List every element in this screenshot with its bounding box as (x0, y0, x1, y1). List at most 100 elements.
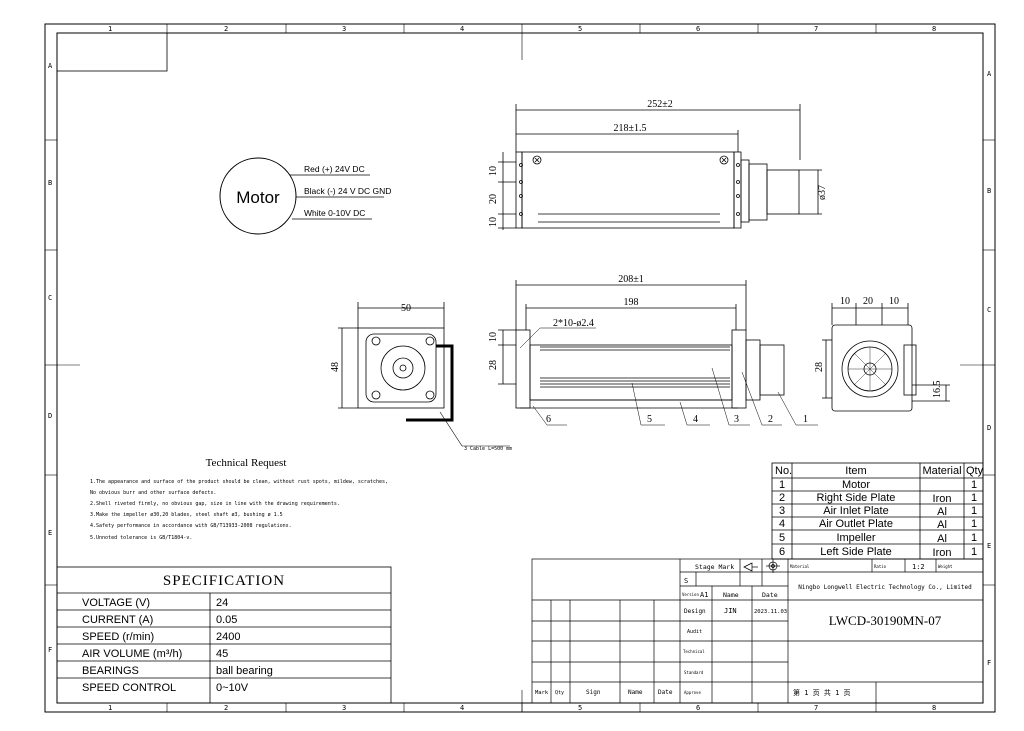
grid-labels: 1 2 3 4 5 6 7 8 1 2 3 4 5 6 7 8 A B C D … (48, 25, 992, 712)
spec-key: AIR VOLUME (m³/h) (82, 648, 182, 660)
design-label: Design (684, 608, 706, 615)
approve-label: Approve (684, 690, 701, 695)
part-callout-3: 3 (734, 414, 739, 425)
spec-key: VOLTAGE (V) (82, 597, 150, 609)
part-callouts: 6 5 4 3 2 1 (546, 414, 808, 425)
spec-title: SPECIFICATION (163, 573, 285, 589)
col-label-top: 6 (696, 25, 700, 33)
col-label-bottom: 8 (932, 704, 936, 712)
row-label-right: D (987, 424, 991, 432)
corner-box (56, 32, 168, 72)
title-block (531, 558, 984, 704)
end-view (822, 303, 950, 412)
technical-label: Technical (683, 649, 705, 654)
row-label-right: E (987, 542, 991, 550)
dim-mid-inner: 198 (624, 297, 639, 308)
qty-label: Qty (555, 690, 564, 696)
bom-material: Al (937, 519, 947, 531)
date-label: Date (658, 689, 673, 696)
col-label-top: 2 (224, 25, 228, 33)
bom-qty: 1 (971, 505, 977, 517)
bom-item: Air Outlet Plate (819, 518, 893, 530)
bom-header: No. (775, 465, 792, 477)
company-name: Ningbo Longwell Electric Technology Co.,… (798, 584, 972, 591)
motor-label: Motor (236, 188, 280, 207)
bom-no: 2 (779, 492, 785, 504)
stage-mark-label: Stage Mark (695, 563, 734, 571)
weight-label: Weight (938, 564, 953, 569)
part-callout-6: 6 (546, 414, 551, 425)
mark-label: Mark (535, 690, 549, 696)
bom-no: 6 (779, 546, 785, 558)
version-value: A1 (700, 591, 708, 599)
col-label-bottom: 5 (578, 704, 582, 712)
dim-end-20: 20 (863, 296, 873, 307)
technical-line-1b: No obvious burr and other surface defect… (90, 490, 216, 496)
bom-item: Motor (842, 479, 870, 491)
row-label-left: E (48, 529, 52, 537)
dim-top-20: 20 (488, 194, 499, 204)
page-info: 第 1 页 共 1 页 (793, 688, 851, 697)
bom-header: Qty (966, 465, 984, 477)
col-label-bottom: 2 (224, 704, 228, 712)
ratio-value: 1:2 (912, 563, 925, 571)
spec-key: SPEED (r/min) (82, 631, 154, 643)
stage-s: S (684, 577, 688, 585)
name-header: Name (723, 591, 739, 599)
technical-line-4: 4.Safety performance in accordance with … (90, 523, 292, 529)
dim-mid-length: 208±1 (618, 274, 644, 285)
col-label-bottom: 7 (814, 704, 818, 712)
dim-mid-10: 10 (488, 332, 499, 342)
technical-line-2: 2.Shell riveted firmly, no obvious gap, … (90, 501, 340, 507)
bom-no: 3 (779, 505, 785, 517)
title-block-text: Stage Mark S Version A1 Name Date Design… (535, 563, 972, 697)
dim-top-10a: 10 (488, 166, 499, 176)
cable-bundle (406, 344, 454, 422)
top-view (498, 104, 822, 230)
row-label-left: C (48, 294, 52, 302)
spec-key: SPEED CONTROL (82, 682, 176, 694)
row-label-left: F (48, 646, 52, 654)
spec-key: BEARINGS (82, 665, 139, 677)
technical-request: Technical Request 1.The appearance and s… (90, 457, 388, 541)
wire-red-label: Red (+) 24V DC (304, 164, 365, 174)
dim-end-10a: 10 (840, 296, 850, 307)
wire-white-label: White 0-10V DC (304, 208, 365, 218)
bom-item: Impeller (836, 532, 875, 544)
spec-value: 24 (216, 597, 228, 609)
row-label-left: A (48, 62, 53, 70)
bom-cells: No. Item Material Qty 1 Motor 1 2 Right … (775, 465, 984, 559)
bom-material: Al (937, 533, 947, 545)
technical-line-1: 1.The appearance and surface of the prod… (90, 479, 388, 485)
technical-line-3: 3.Make the impeller ø30,20 blades, steel… (90, 512, 283, 518)
bom-qty: 1 (971, 518, 977, 530)
bom-material: Iron (933, 547, 952, 559)
row-label-right: F (987, 659, 991, 667)
drawing-number: LWCD-30190MN-07 (829, 613, 942, 628)
bom-header: Item (845, 465, 866, 477)
bom-material: Iron (933, 493, 952, 505)
projection-symbol (743, 559, 780, 573)
row-label-right: B (987, 187, 991, 195)
spec-value: 45 (216, 648, 228, 660)
motor-circle (219, 157, 297, 235)
front-view (338, 302, 510, 447)
wire-black-label: Black (-) 24 V DC GND (304, 186, 391, 196)
bom-no: 4 (779, 518, 785, 530)
dim-front-width: 50 (401, 303, 411, 314)
spec-value: 0.05 (216, 614, 237, 626)
motor-wiring-diagram: Motor Red (+) 24V DC Black (-) 24 V DC G… (219, 157, 391, 235)
bom-item: Air Inlet Plate (823, 505, 888, 517)
side-view (498, 280, 818, 426)
technical-line-5: 5.Unnoted tolerance is GB/T1804-v. (90, 535, 192, 541)
dim-end-16-5: 16.5 (932, 381, 943, 399)
part-callout-5: 5 (647, 414, 652, 425)
spec-table (56, 566, 392, 704)
spec-key: CURRENT (A) (82, 614, 153, 626)
col-label-bottom: 1 (108, 704, 112, 712)
dim-diameter: ø37 (817, 185, 828, 200)
bom-item: Left Side Plate (820, 546, 892, 558)
row-label-right: A (987, 70, 992, 78)
col-label-top: 5 (578, 25, 582, 33)
